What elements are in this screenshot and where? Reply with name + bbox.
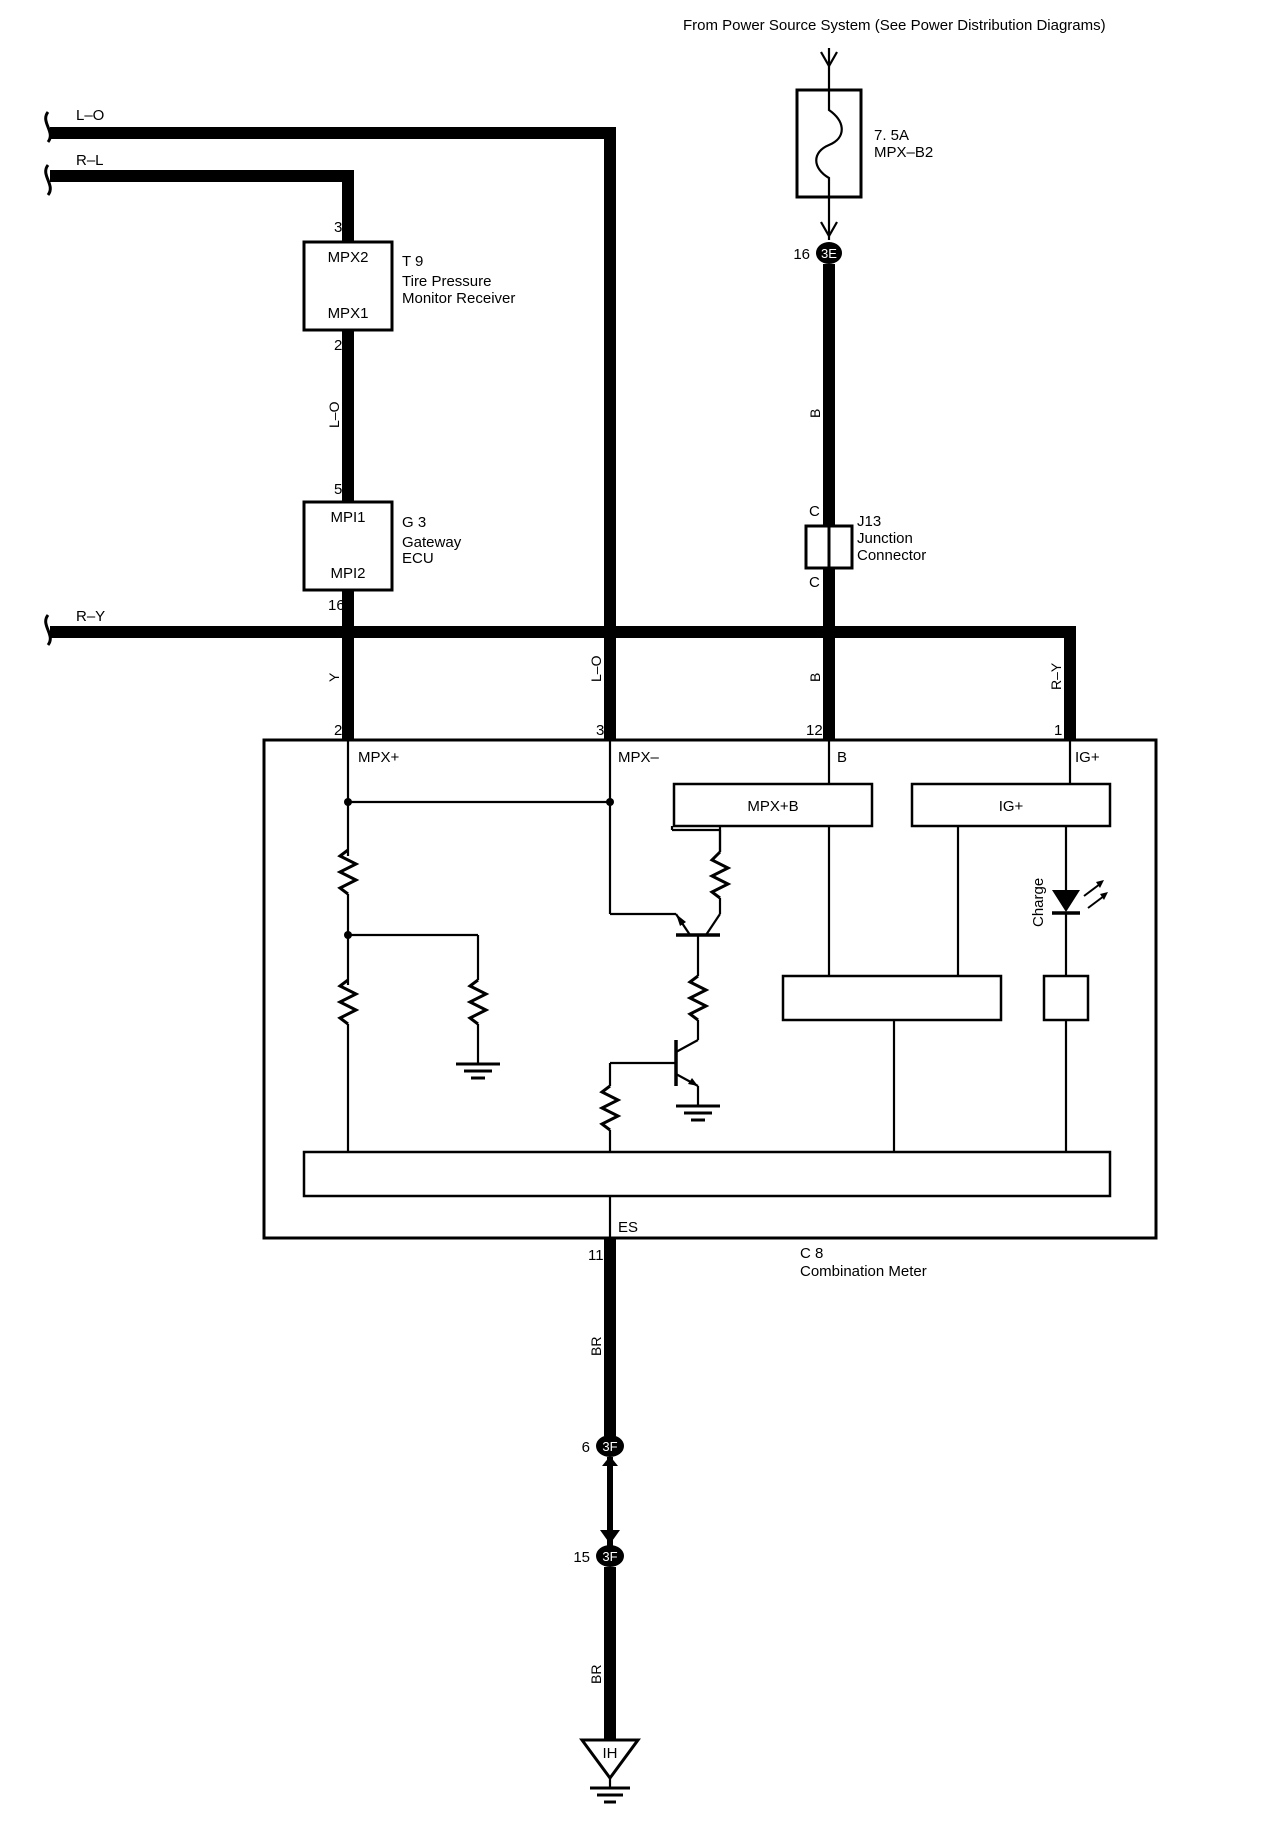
meter-name: Combination Meter <box>800 1263 927 1280</box>
link-arrow-up-icon <box>602 1456 618 1466</box>
ground-symbol-icon <box>590 1778 630 1804</box>
tpms-terminal-top: MPX2 <box>328 249 369 266</box>
tpms-terminal-bottom: MPX1 <box>328 305 369 322</box>
junction-pin-top: C <box>809 503 820 520</box>
connector-3f-upper <box>596 1435 624 1457</box>
link-arrow-down-icon <box>600 1530 620 1544</box>
fuse-output-arrow-icon <box>820 221 838 239</box>
gateway-pin-top: 5 <box>334 481 342 498</box>
connector-3e <box>816 242 842 264</box>
connector-3e-label: 3E <box>821 246 837 261</box>
fuse-rating: 7. 5A <box>874 127 909 144</box>
wire-break-rl-icon <box>44 164 52 196</box>
meter-terminal-b: B <box>837 749 847 766</box>
incoming-wire-ry-label: R–Y <box>76 608 105 625</box>
junction-pin-bottom: C <box>809 574 820 591</box>
junction-connector-right <box>827 524 854 570</box>
meter-indicator-charge: Charge <box>1030 878 1047 927</box>
gateway-name-2: ECU <box>402 550 434 567</box>
meter-code: C 8 <box>800 1245 823 1262</box>
power-feed-arrow-icon <box>820 51 838 69</box>
connector-3e-pin: 16 <box>793 246 810 263</box>
fuse-element-icon <box>815 90 843 197</box>
tpms-pin-top: 3 <box>334 219 342 236</box>
connector-3f-lower-pin: 15 <box>573 1549 590 1566</box>
combination-meter-box <box>262 738 1158 1240</box>
wire-color-ry-meter: R–Y <box>1048 662 1064 690</box>
connector-3f-lower-label: 3F <box>602 1549 617 1564</box>
wire-color-b-upper: B <box>807 409 823 418</box>
tpms-receiver-box <box>302 240 394 332</box>
meter-terminal-mpx-plus: MPX+ <box>358 749 400 766</box>
ground-point-triangle <box>579 1738 641 1781</box>
meter-internal-circuit <box>302 740 1112 1238</box>
fuse-name: MPX–B2 <box>874 144 933 161</box>
meter-block-mpxb <box>672 782 874 828</box>
power-source-note: From Power Source System (See Power Dist… <box>683 17 1106 34</box>
wire-color-lo-meter: L–O <box>588 655 604 682</box>
connector-3f-upper-label: 3F <box>602 1439 617 1454</box>
meter-block-ig-label: IG+ <box>999 798 1024 815</box>
connector-3f-upper-pin: 6 <box>582 1439 590 1456</box>
tpms-name-1: Tire Pressure <box>402 273 491 290</box>
wire-color-br-lower: BR <box>588 1665 604 1684</box>
junction-code: J13 <box>857 513 881 530</box>
ground-point-label: IH <box>603 1745 618 1762</box>
wire-color-tpms-gateway: L–O <box>326 401 342 428</box>
meter-pin-b: 12 <box>806 722 823 739</box>
wire-color-gateway-meter: Y <box>326 672 342 682</box>
gateway-code: G 3 <box>402 514 426 531</box>
meter-block-ig <box>910 782 1112 828</box>
meter-pin-mpx-minus: 3 <box>596 722 604 739</box>
incoming-wire-lo-label: L–O <box>76 107 104 124</box>
tpms-name-2: Monitor Receiver <box>402 290 515 307</box>
gateway-terminal-top: MPI1 <box>330 509 365 526</box>
gateway-ecu-box <box>302 500 394 592</box>
tpms-pin-bottom: 2 <box>334 337 342 354</box>
wire-break-lo-icon <box>44 111 52 143</box>
meter-pin-ig-plus: 1 <box>1054 722 1062 739</box>
incoming-wire-rl-label: R–L <box>76 152 104 169</box>
junction-name-1: Junction <box>857 530 913 547</box>
junction-connector-left <box>804 524 831 570</box>
junction-name-2: Connector <box>857 547 926 564</box>
wire-color-b-lower: B <box>807 673 823 682</box>
meter-block-mpxb-label: MPX+B <box>747 798 798 815</box>
wire-break-ry-icon <box>44 614 52 646</box>
meter-terminal-ig-plus: IG+ <box>1075 749 1100 766</box>
meter-terminal-mpx-minus: MPX– <box>618 749 660 766</box>
meter-pin-es: 11 <box>588 1247 604 1264</box>
meter-pin-mpx-plus: 2 <box>334 722 342 739</box>
connector-3f-lower <box>596 1545 624 1567</box>
tpms-code: T 9 <box>402 253 423 270</box>
wire-color-br-upper: BR <box>588 1337 604 1356</box>
gateway-name-1: Gateway <box>402 534 462 551</box>
gateway-pin-bottom: 16 <box>328 597 345 614</box>
meter-terminal-es: ES <box>618 1219 638 1236</box>
gateway-terminal-bottom: MPI2 <box>330 565 365 582</box>
